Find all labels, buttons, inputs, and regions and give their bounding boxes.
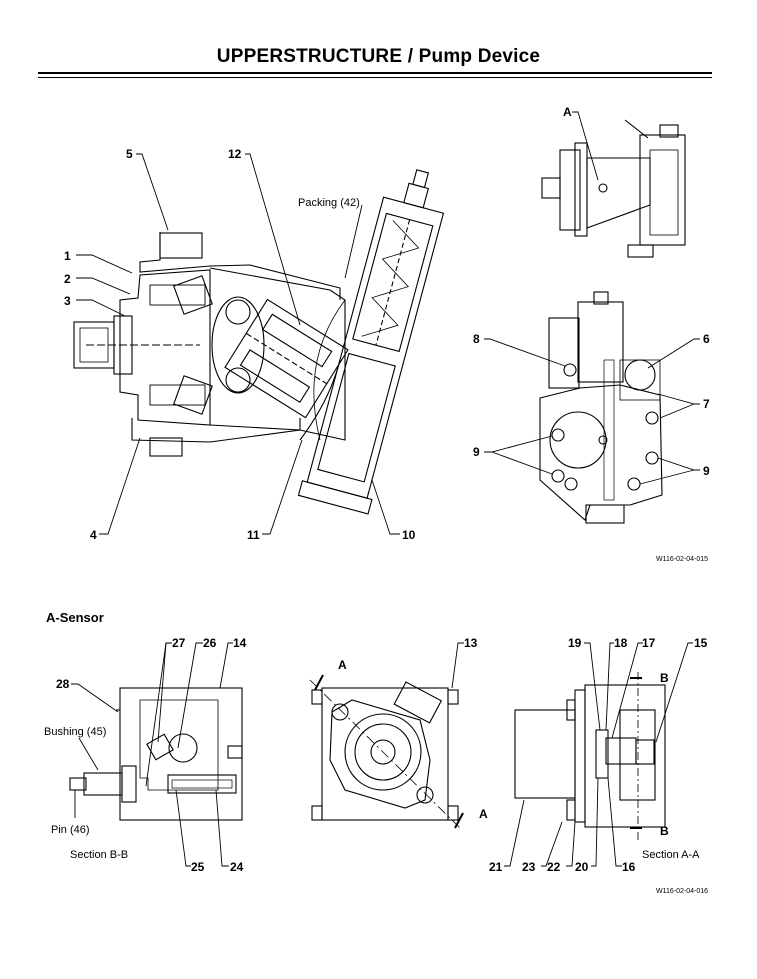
callout-17: 17 [642, 636, 656, 650]
callout-6: 6 [703, 332, 710, 346]
label-section-aa: Section A-A [642, 849, 700, 861]
callout-1: 1 [64, 249, 71, 263]
title-rule-thin [38, 77, 712, 78]
callout-20: 20 [575, 860, 589, 874]
callout-27: 27 [172, 636, 186, 650]
callout-5: 5 [126, 147, 133, 161]
callout-2: 2 [64, 272, 71, 286]
callout-18: 18 [614, 636, 628, 650]
callout-28: 28 [56, 677, 70, 691]
callout-8: 8 [473, 332, 480, 346]
label-packing: Packing (42) [298, 197, 360, 209]
label-section-bb: Section B-B [70, 849, 128, 861]
callout-9-right: 9 [703, 464, 710, 478]
pump-external-view-top [541, 111, 686, 258]
callout-3: 3 [64, 294, 71, 308]
pump-end-view [539, 291, 663, 524]
section-bb-drawing [69, 687, 243, 821]
pump-section-drawing [73, 169, 445, 515]
callout-a-top: A [563, 105, 572, 119]
page-title: UPPERSTRUCTURE / Pump Device [216, 46, 541, 67]
callout-b-bottom: B [660, 824, 669, 838]
leader-lines-end-view [484, 338, 700, 485]
callout-19: 19 [568, 636, 582, 650]
callout-21: 21 [489, 860, 503, 874]
callout-24: 24 [230, 860, 244, 874]
leader-lines-main [76, 153, 400, 535]
callout-16: 16 [622, 860, 636, 874]
leader-lines-bb [71, 642, 233, 867]
callout-a-right: A [479, 807, 488, 821]
callout-7: 7 [703, 397, 710, 411]
title-rule [38, 72, 712, 74]
callout-26: 26 [203, 636, 217, 650]
figure-code-bottom: W116-02-04-016 [656, 888, 708, 895]
callout-13: 13 [464, 636, 478, 650]
callout-14: 14 [233, 636, 247, 650]
section-title: A-Sensor [46, 610, 104, 625]
section-aa-drawing [514, 672, 666, 840]
callout-15: 15 [694, 636, 708, 650]
label-pin: Pin (46) [51, 824, 90, 836]
callout-11: 11 [247, 528, 260, 542]
callout-12: 12 [228, 147, 242, 161]
figure-code-top: W116-02-04-015 [656, 556, 708, 563]
callout-23: 23 [522, 860, 536, 874]
label-bushing: Bushing (45) [44, 726, 106, 738]
callout-4: 4 [90, 528, 97, 542]
callout-a-left: A [338, 658, 347, 672]
callout-9-left: 9 [473, 445, 480, 459]
callout-10: 10 [402, 528, 416, 542]
callout-25: 25 [191, 860, 205, 874]
callout-b-top: B [660, 671, 669, 685]
leader-lines-aa [504, 642, 693, 867]
sensor-front-view [309, 642, 464, 829]
callout-22: 22 [547, 860, 561, 874]
